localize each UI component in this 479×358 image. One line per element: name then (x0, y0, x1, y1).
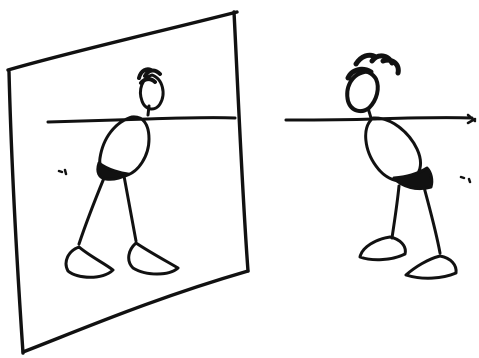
real-figure-torso (366, 118, 421, 181)
reflected-figure-left-shoe (66, 247, 113, 277)
reflected-figure-right-leg (124, 176, 136, 241)
real-stick-figure (286, 55, 475, 278)
real-figure-neck (368, 108, 371, 118)
mirror-bottom-edge (23, 271, 248, 352)
real-figure-mark (461, 177, 470, 182)
mirror-right-edge (234, 12, 248, 271)
reflected-figure-neck (148, 106, 149, 115)
real-figure-right-shoe (406, 256, 456, 278)
reflected-figure-left-leg (79, 178, 104, 244)
mirror-left-edge (9, 72, 23, 353)
reflected-figure-mark (59, 170, 66, 174)
real-figure-left-shoe (360, 237, 405, 260)
real-figure-left-leg (392, 186, 399, 238)
mirror-top-edge (8, 12, 237, 70)
reflected-figure-right-shoe (129, 243, 178, 274)
reflected-stick-figure (48, 69, 235, 277)
real-figure-right-leg (424, 187, 440, 253)
mirror-panel (8, 12, 248, 353)
real-figure-head (347, 72, 378, 111)
